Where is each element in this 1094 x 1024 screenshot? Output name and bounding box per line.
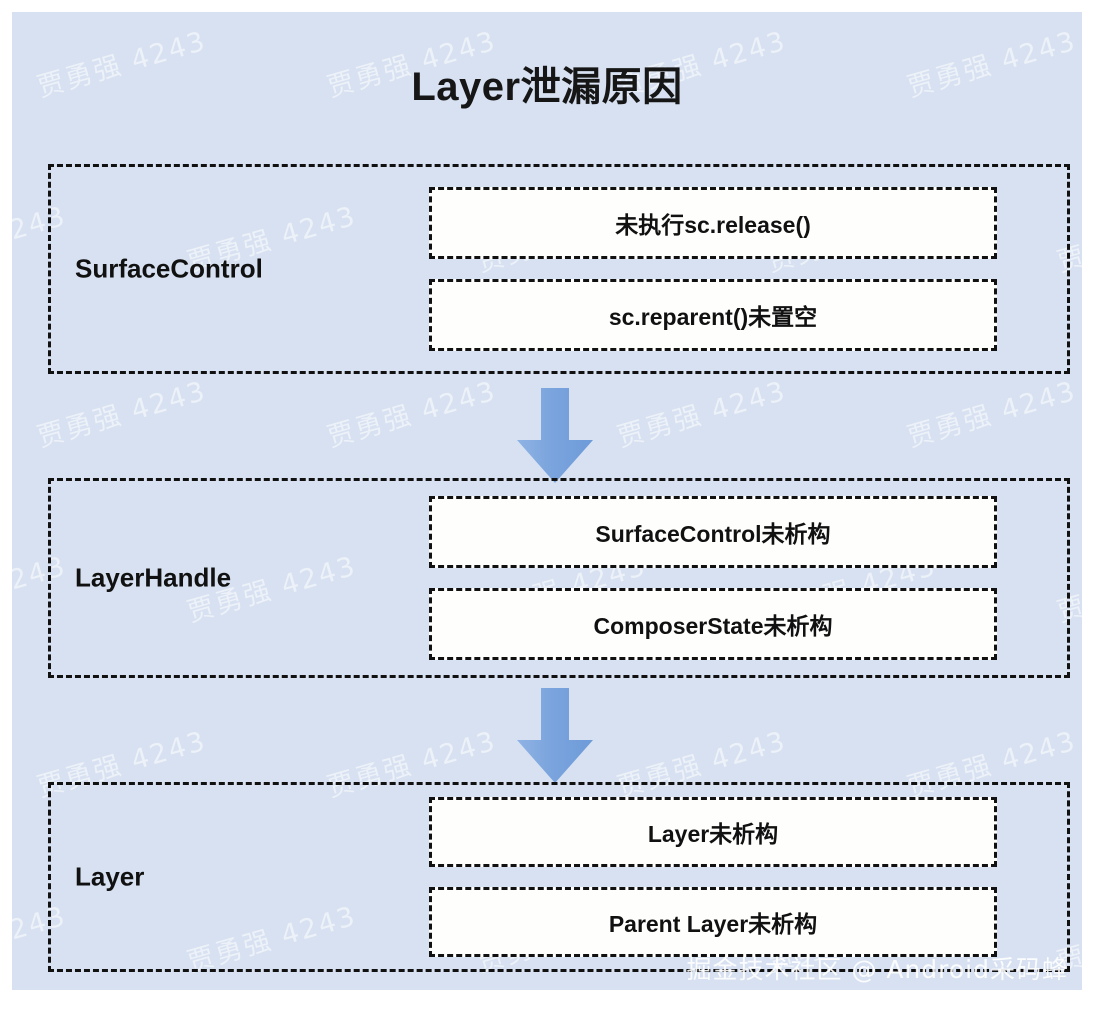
group-items-layerhandle: SurfaceControl未析构 ComposerState未析构 <box>429 493 997 663</box>
group-layerhandle: LayerHandle SurfaceControl未析构 ComposerSt… <box>48 478 1070 678</box>
item-box-layer-not-destructed: Layer未析构 <box>429 797 997 867</box>
group-items-surfacecontrol: 未执行sc.release() sc.reparent()未置空 <box>429 179 997 359</box>
arrow-down-icon-2 <box>510 688 600 783</box>
watermark-text: 贾勇强 4243 <box>903 375 1081 454</box>
item-box-sc-release: 未执行sc.release() <box>429 187 997 259</box>
watermark-text: 贾勇强 4243 <box>33 375 211 454</box>
arrow-down-icon-1 <box>510 388 600 483</box>
group-label-layerhandle: LayerHandle <box>75 562 232 593</box>
group-items-layer: Layer未析构 Parent Layer未析构 <box>429 797 997 957</box>
group-label-layer: Layer <box>75 861 145 892</box>
item-box-surfacecontrol-not-destructed: SurfaceControl未析构 <box>429 496 997 568</box>
item-box-sc-reparent: sc.reparent()未置空 <box>429 279 997 351</box>
group-surfacecontrol: SurfaceControl 未执行sc.release() sc.repare… <box>48 164 1070 374</box>
item-box-parent-layer-not-destructed: Parent Layer未析构 <box>429 887 997 957</box>
group-layer: Layer Layer未析构 Parent Layer未析构 <box>48 782 1070 972</box>
item-box-composerstate-not-destructed: ComposerState未析构 <box>429 588 997 660</box>
group-label-surfacecontrol: SurfaceControl <box>75 253 263 284</box>
watermark-text: 贾勇强 4243 <box>613 375 791 454</box>
page-title: Layer泄漏原因 <box>411 65 683 109</box>
footer-credit: 掘金技术社区 @ Android采码蜂 <box>686 955 1068 984</box>
watermark-text: 贾勇强 4243 <box>323 375 501 454</box>
